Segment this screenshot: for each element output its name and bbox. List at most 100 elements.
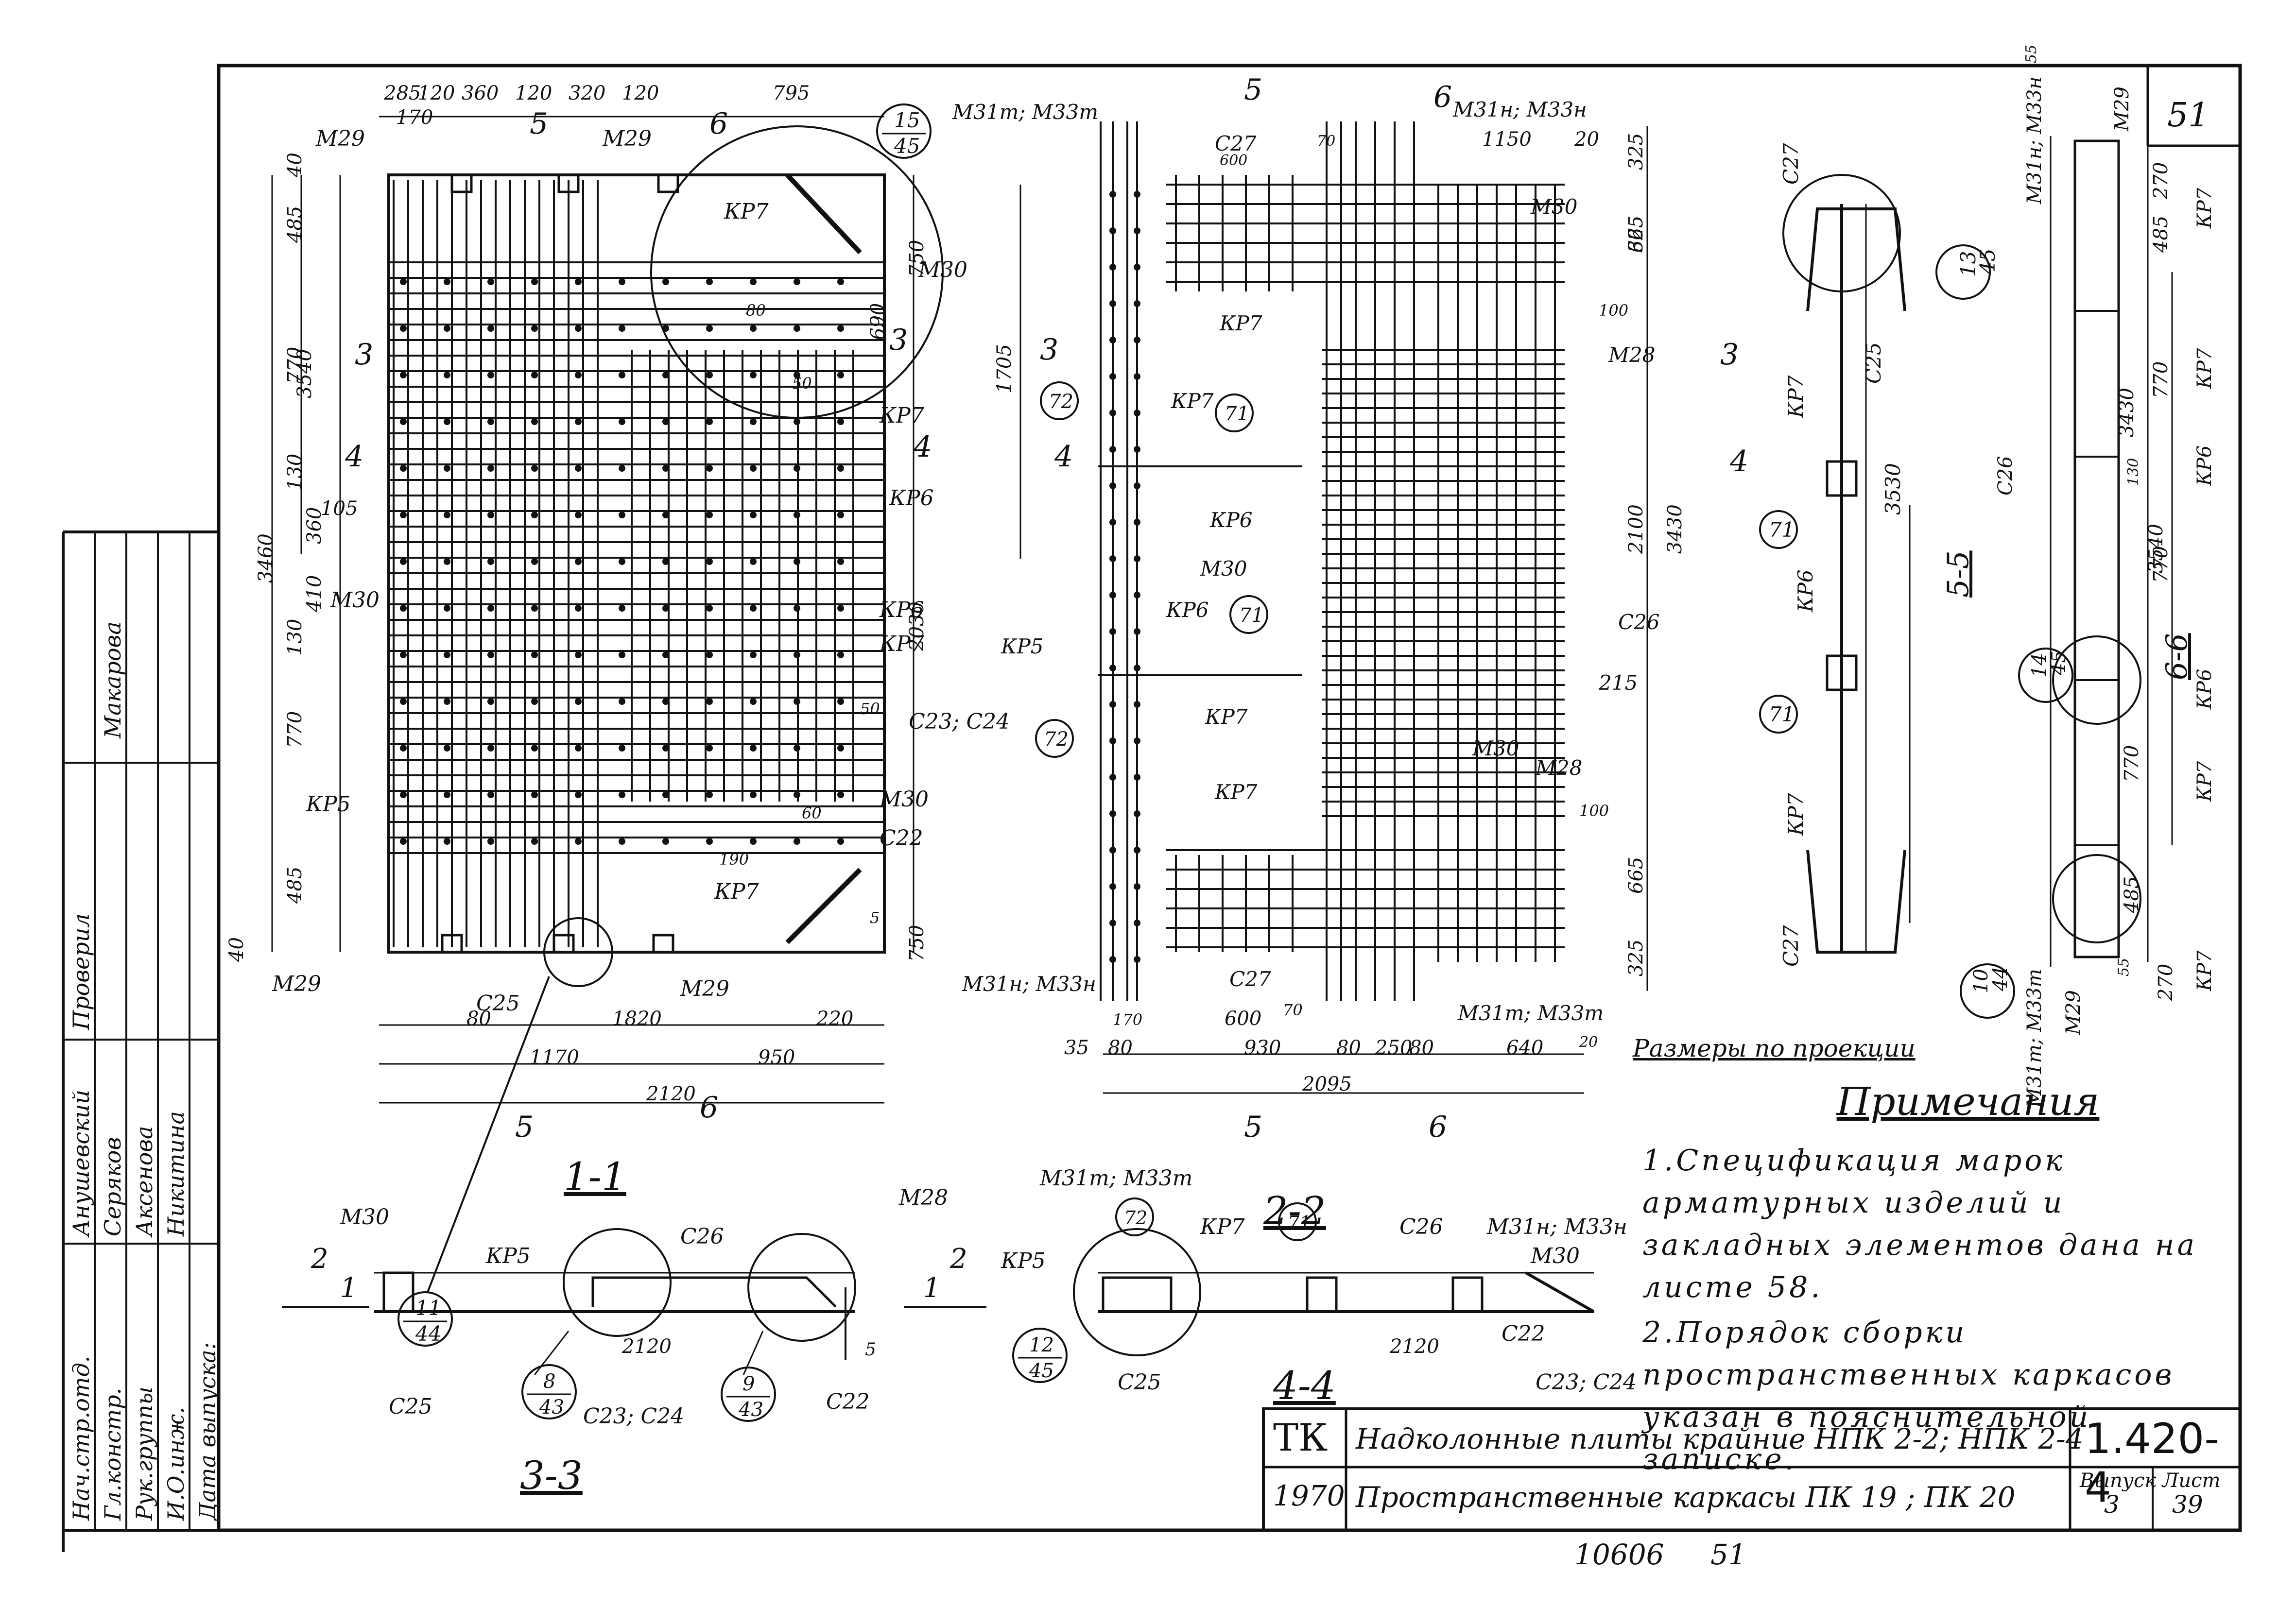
label-m30-b: М30: [879, 787, 929, 812]
weld-point: [1134, 810, 1140, 817]
label-kr6-a: КР6: [889, 486, 934, 511]
name-2: Серяков: [100, 1137, 126, 1236]
s66-label-m29b: М29: [2062, 990, 2085, 1035]
plan-left-dim-text: 285 120 360 120 320 120 795 170 80 1820 …: [383, 82, 928, 1105]
weld-point: [1134, 264, 1140, 271]
tb-line2: Пространственные каркасы ПК 19 ; ПК 20: [1356, 1481, 2016, 1514]
dim-left-770a: 770: [284, 347, 306, 384]
weld-point: [1109, 737, 1116, 744]
plan-left-left-dim-text: 40 485 770 130 360 105 410 130 770 485 4…: [225, 153, 358, 962]
mid-dim-35: 35: [1064, 1037, 1089, 1059]
s44-callout-den: 45: [1029, 1360, 1054, 1382]
weld-point: [794, 558, 800, 565]
plan-left-view: [271, 116, 944, 1293]
dim-left-360: 360: [303, 507, 326, 544]
weld-point: [837, 465, 844, 472]
weld-point: [706, 325, 713, 332]
weld-point: [400, 698, 407, 705]
s44-label-m31h: М31н; М33н: [1486, 1214, 1627, 1239]
dim-small-50b: 50: [860, 700, 880, 718]
weld-point: [575, 745, 582, 752]
mid-label-kr5: КР5: [1001, 634, 1044, 658]
dim-left-3460: 3460: [255, 533, 277, 583]
role-head-dept: Нач.стр.отд.: [68, 1355, 94, 1521]
s44-label-c23-c24: С23; С24: [1536, 1370, 1637, 1395]
s33-callout2-den: 43: [738, 1399, 763, 1421]
weld-point: [1134, 519, 1140, 526]
label-c23-c24: С23; С24: [909, 709, 1010, 734]
mid-label-m31t-a: М31т; М33т: [952, 100, 1098, 124]
weld-point: [837, 325, 844, 332]
mid-label-c27-b: С27: [1229, 967, 1271, 991]
weld-point: [706, 512, 713, 518]
dim-small-5: 5: [870, 908, 880, 927]
weld-point: [444, 698, 450, 705]
weld-point: [400, 558, 407, 565]
weld-point: [619, 278, 625, 285]
dim-bottom-2120: 2120: [646, 1083, 696, 1105]
weld-point: [837, 838, 844, 845]
dim-bottom-80: 80: [466, 1008, 491, 1030]
name-1: Анушевский: [68, 1090, 94, 1236]
weld-point: [400, 651, 407, 658]
weld-point: [487, 791, 494, 798]
weld-point: [706, 418, 713, 425]
weld-point: [662, 745, 669, 752]
s66-dim-770c: 770: [2121, 745, 2143, 782]
weld-point: [750, 418, 757, 425]
s44-circle-72: 72: [1124, 1207, 1147, 1229]
weld-point: [487, 325, 494, 332]
weld-point: [1134, 446, 1140, 453]
mid-label-kr7-b: КР7: [1171, 389, 1214, 413]
section-mark-6-bottom: 6: [700, 1091, 718, 1125]
note-item-2: 2.Порядок сборки пространственных каркас…: [1642, 1316, 2175, 1476]
mid-label-m30-c: М30: [1472, 736, 1519, 760]
dim-left-485b: 485: [284, 867, 306, 904]
s66-label-kr6b: КР6: [2193, 669, 2216, 710]
weld-point: [487, 558, 494, 565]
weld-point: [575, 278, 582, 285]
weld-point: [1109, 628, 1116, 635]
weld-point: [444, 372, 450, 378]
circle-71-a: 71: [1225, 403, 1249, 425]
callout-11-44-num: 11: [415, 1296, 441, 1320]
mid-mark-3-right: 3: [1720, 338, 1739, 372]
weld-point: [619, 791, 625, 798]
weld-point: [619, 418, 625, 425]
detail-circle-11-44: [543, 917, 613, 987]
section-mark-4-right: 4: [913, 430, 932, 464]
tb-sheet-value: 39: [2172, 1490, 2203, 1519]
weld-point: [400, 465, 407, 472]
weld-point: [1134, 227, 1140, 234]
weld-point: [619, 605, 625, 612]
weld-point: [794, 838, 800, 845]
weld-point: [1109, 701, 1116, 708]
mid-label-m31h-b: М31н; М33н: [962, 972, 1096, 996]
weld-point: [1134, 191, 1140, 198]
weld-point: [619, 745, 625, 752]
weld-point: [750, 278, 757, 285]
mid-dim-80c: 80: [1409, 1037, 1434, 1059]
weld-point: [400, 512, 407, 518]
title-block: ТК 1970 Надколонные плиты крайние НПК 2-…: [1263, 1409, 2230, 1530]
mid-dim-1150: 1150: [1482, 128, 1532, 151]
weld-point: [487, 372, 494, 378]
weld-point: [837, 278, 844, 285]
dim-left-40b: 40: [225, 937, 248, 962]
weld-point: [794, 651, 800, 658]
weld-point: [400, 372, 407, 378]
weld-point: [706, 651, 713, 658]
title-1-1: 1-1: [564, 1154, 626, 1199]
weld-point: [750, 651, 757, 658]
notes-title: Примечания: [1836, 1079, 2100, 1124]
weld-point: [1109, 592, 1116, 598]
mid-mark-4-right: 4: [1729, 444, 1748, 479]
weld-point: [531, 325, 538, 332]
weld-point: [794, 512, 800, 518]
weld-point: [794, 325, 800, 332]
weld-point: [444, 745, 450, 752]
plan-mid-weld-points: [1109, 191, 1140, 963]
mid-mark-5-top: 5: [1244, 73, 1262, 107]
circle-72-a: 72: [1049, 391, 1073, 413]
weld-point: [444, 651, 450, 658]
